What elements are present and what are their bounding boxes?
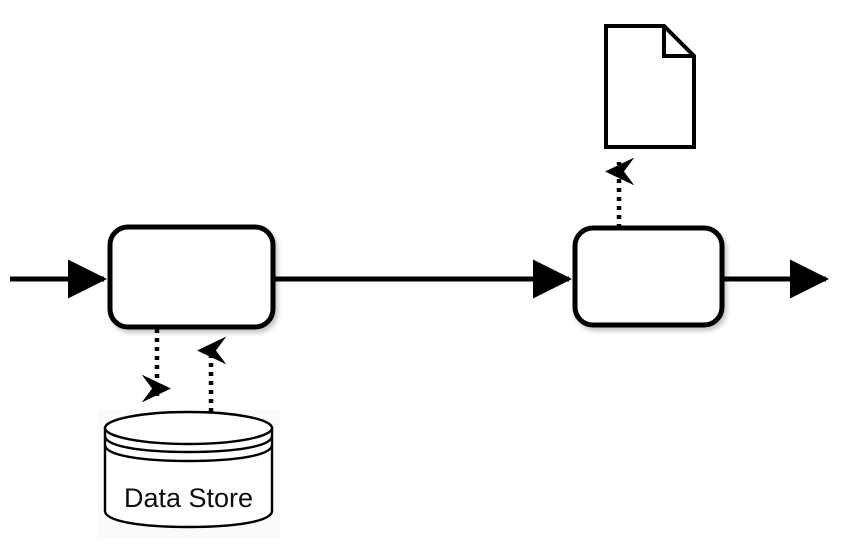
node-data-store-label: Data Store [124, 483, 253, 513]
node-process-1[interactable] [107, 224, 276, 330]
node-process-2[interactable] [572, 225, 725, 328]
node-document[interactable] [604, 24, 696, 149]
data-store-top-ellipse [103, 410, 274, 446]
node-data-store[interactable]: Data Store [103, 410, 274, 529]
